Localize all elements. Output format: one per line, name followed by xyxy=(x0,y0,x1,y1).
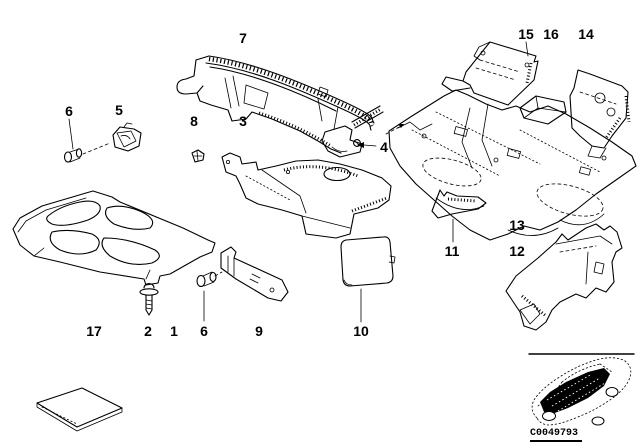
part-17-hood-insulation-drawing xyxy=(12,190,216,286)
diagram-code: C0049793 xyxy=(530,428,582,442)
car-position-inset xyxy=(528,353,635,426)
part-label-12[interactable]: 12 xyxy=(509,243,525,259)
part-2-push-pin-drawing xyxy=(139,283,159,316)
part-10-pad-drawing xyxy=(340,236,396,323)
part-label-10[interactable]: 10 xyxy=(353,323,369,339)
part-label-1[interactable]: 1 xyxy=(170,323,178,339)
part-3-firewall-insulation-drawing xyxy=(221,152,392,239)
part-label-16[interactable]: 16 xyxy=(543,26,559,42)
part-11-bracket-drawing xyxy=(431,189,487,243)
part-label-13[interactable]: 13 xyxy=(509,217,525,233)
part-8-nut-drawing xyxy=(191,149,205,163)
part-label-17[interactable]: 17 xyxy=(86,323,102,339)
part-label-11[interactable]: 11 xyxy=(444,243,460,259)
part-label-6-bottom[interactable]: 6 xyxy=(200,323,208,339)
part-9-bracket-panel-drawing xyxy=(214,246,289,302)
part-6-screw-left-drawing xyxy=(63,118,111,163)
part-7-cowl-panel-drawing xyxy=(176,55,375,154)
part-flat-sheet-drawing xyxy=(36,387,123,432)
part-label-9[interactable]: 9 xyxy=(255,323,263,339)
part-12-side-insulation-drawing xyxy=(505,223,623,331)
part-5-clip-drawing xyxy=(112,122,142,152)
part-label-2[interactable]: 2 xyxy=(144,323,152,339)
part-label-7[interactable]: 7 xyxy=(239,30,247,46)
part-label-3[interactable]: 3 xyxy=(239,113,247,129)
part-label-15[interactable]: 15 xyxy=(518,26,534,42)
part-6-screw-bottom-drawing xyxy=(196,271,217,322)
part-label-4[interactable]: 4 xyxy=(380,139,388,155)
part-label-14[interactable]: 14 xyxy=(578,26,594,42)
leader-line-4 xyxy=(357,142,377,148)
part-floor-insulation-assembly-drawing xyxy=(388,41,637,241)
part-label-8[interactable]: 8 xyxy=(190,113,198,129)
part-label-5[interactable]: 5 xyxy=(115,102,123,118)
part-label-6-top[interactable]: 6 xyxy=(65,103,73,119)
